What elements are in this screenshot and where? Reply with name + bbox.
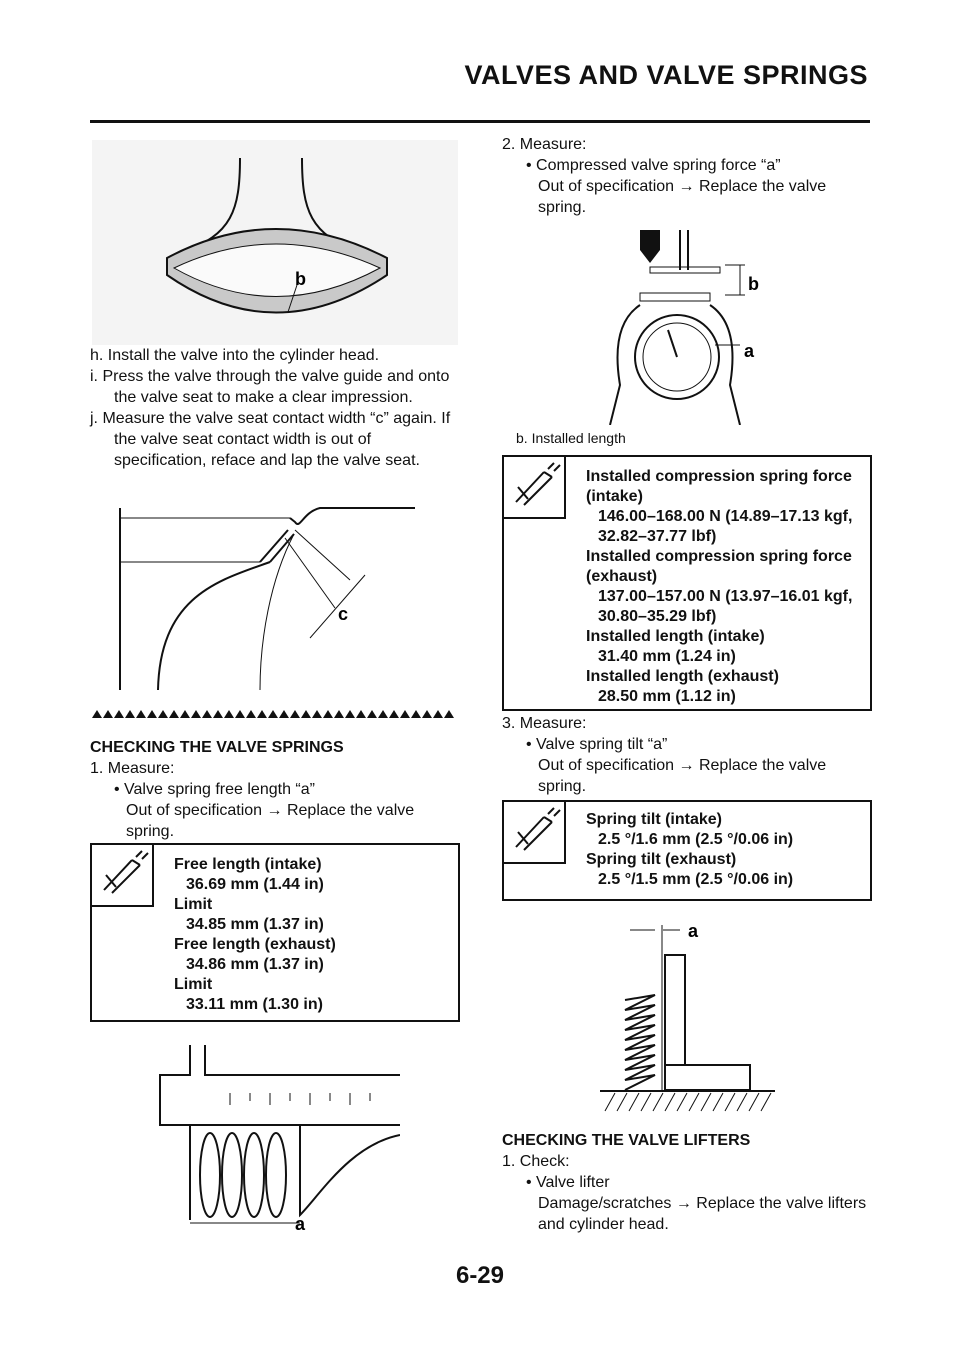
spring-tilt-figure: a [600, 921, 775, 1112]
bullet-compressed-force-sub: Out of specification → Replace the valve… [538, 178, 827, 216]
spec-value: 137.00–157.00 N (13.97–16.01 kgf, 30.80–… [598, 588, 853, 625]
fig2-label: c [338, 604, 348, 624]
measure-step-2: 2. Measure: [502, 136, 587, 153]
check-step: 1. Check: [502, 1153, 570, 1170]
bullet-free-length-sub: Out of specification → Replace the valve… [126, 802, 415, 840]
page-title: VALVES AND VALVE SPRINGS [464, 60, 868, 90]
spec-value: 28.50 mm (1.12 in) [598, 688, 736, 705]
compressed-force-section: 2. Measure: • Compressed valve spring fo… [502, 134, 872, 218]
spec-box-tilt: Spring tilt (intake) 2.5 °/1.6 mm (2.5 °… [502, 800, 872, 901]
caliper-icon [92, 845, 154, 907]
bullet-spring-tilt: • Valve spring tilt “a” [526, 736, 668, 753]
step-i: i. Press the valve through the valve gui… [90, 368, 450, 406]
spec-label: Spring tilt (exhaust) [586, 851, 737, 868]
spec-label: Installed compression spring force (inta… [586, 468, 852, 505]
bullet-valve-lifter: • Valve lifter [526, 1174, 610, 1191]
fig3-label: a [295, 1214, 306, 1234]
spec-label: Limit [174, 896, 213, 913]
spec-label: Limit [174, 976, 213, 993]
spring-scale-figure: b a [609, 230, 759, 425]
valve-head-figure: b [92, 140, 458, 345]
figure-caption: b. Installed length [516, 430, 626, 446]
spec-label: Spring tilt (intake) [586, 811, 722, 828]
spec-label: Installed compression spring force (exha… [586, 548, 852, 585]
fig1-label: b [295, 269, 306, 289]
step-h: h. Install the valve into the cylinder h… [90, 347, 380, 364]
fig-label-b: b [748, 274, 759, 294]
spec-value: 2.5 °/1.5 mm (2.5 °/0.06 in) [598, 871, 794, 888]
bullet-free-length: • Valve spring free length “a” [114, 781, 315, 798]
section-heading-springs: CHECKING THE VALVE SPRINGS [90, 739, 344, 756]
valve-springs-section: CHECKING THE VALVE SPRINGS 1. Measure: •… [90, 737, 460, 842]
spec-value: 31.40 mm (1.24 in) [598, 648, 736, 665]
header-rule [90, 120, 870, 123]
measure-step-3: 3. Measure: [502, 715, 587, 732]
caliper-icon [504, 457, 566, 519]
spec-value: 34.85 mm (1.37 in) [186, 916, 324, 933]
spec-value: 2.5 °/1.6 mm (2.5 °/0.06 in) [598, 831, 794, 848]
bullet-compressed-force: • Compressed valve spring force “a” [526, 157, 781, 174]
page-number: 6-29 [455, 1262, 505, 1289]
fig-tilt-label: a [688, 921, 699, 941]
install-steps: h. Install the valve into the cylinder h… [90, 345, 460, 471]
caliper-spring-figure: a [159, 1045, 400, 1234]
spring-tilt-section: 3. Measure: • Valve spring tilt “a” Out … [502, 713, 872, 797]
spec-label: Installed length (intake) [586, 628, 765, 645]
spec-value: 34.86 mm (1.37 in) [186, 956, 324, 973]
spec-value: 36.69 mm (1.44 in) [186, 876, 324, 893]
spec-box-compression: Installed compression spring force (inta… [502, 455, 872, 711]
caliper-icon [504, 802, 566, 864]
spec-label: Free length (exhaust) [174, 936, 336, 953]
section-heading-lifters: CHECKING THE VALVE LIFTERS [502, 1132, 751, 1149]
valve-seat-figure: c [119, 507, 415, 691]
valve-lifters-section: CHECKING THE VALVE LIFTERS 1. Check: • V… [502, 1130, 872, 1235]
spec-label: Free length (intake) [174, 856, 322, 873]
spec-box-free-length: Free length (intake) 36.69 mm (1.44 in) … [90, 843, 460, 1022]
spec-label: Installed length (exhaust) [586, 668, 779, 685]
measure-step: 1. Measure: [90, 760, 175, 777]
section-end-marker [92, 710, 454, 718]
fig-label-a: a [744, 341, 755, 361]
bullet-valve-lifter-sub: Damage/scratches → Replace the valve lif… [538, 1195, 867, 1233]
spec-value: 33.11 mm (1.30 in) [186, 996, 323, 1013]
spec-value: 146.00–168.00 N (14.89–17.13 kgf, 32.82–… [598, 508, 853, 545]
step-j: j. Measure the valve seat contact width … [90, 410, 451, 469]
bullet-spring-tilt-sub: Out of specification → Replace the valve… [538, 757, 827, 795]
